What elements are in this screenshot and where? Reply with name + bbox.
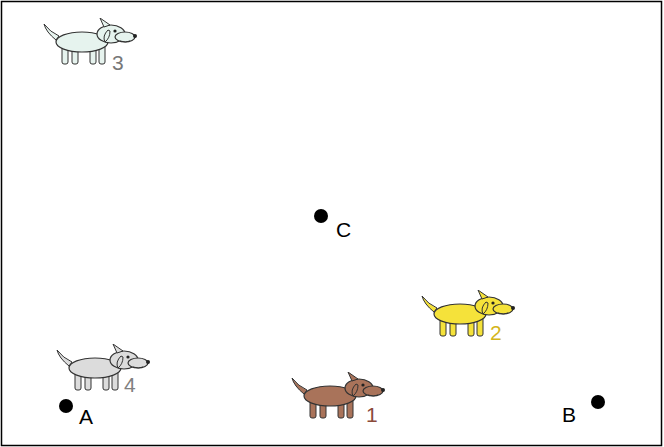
point-dot xyxy=(59,399,73,413)
point-label: C xyxy=(336,219,351,240)
point-label: A xyxy=(79,406,93,427)
callout-number: 1 xyxy=(366,404,378,425)
callout-number: 3 xyxy=(112,52,124,73)
point-dot xyxy=(314,209,328,223)
dog-4 xyxy=(57,344,150,390)
callout-number: 2 xyxy=(490,322,502,343)
point-label: B xyxy=(562,404,576,425)
point-dot xyxy=(591,395,605,409)
callout-number: 4 xyxy=(124,374,136,395)
